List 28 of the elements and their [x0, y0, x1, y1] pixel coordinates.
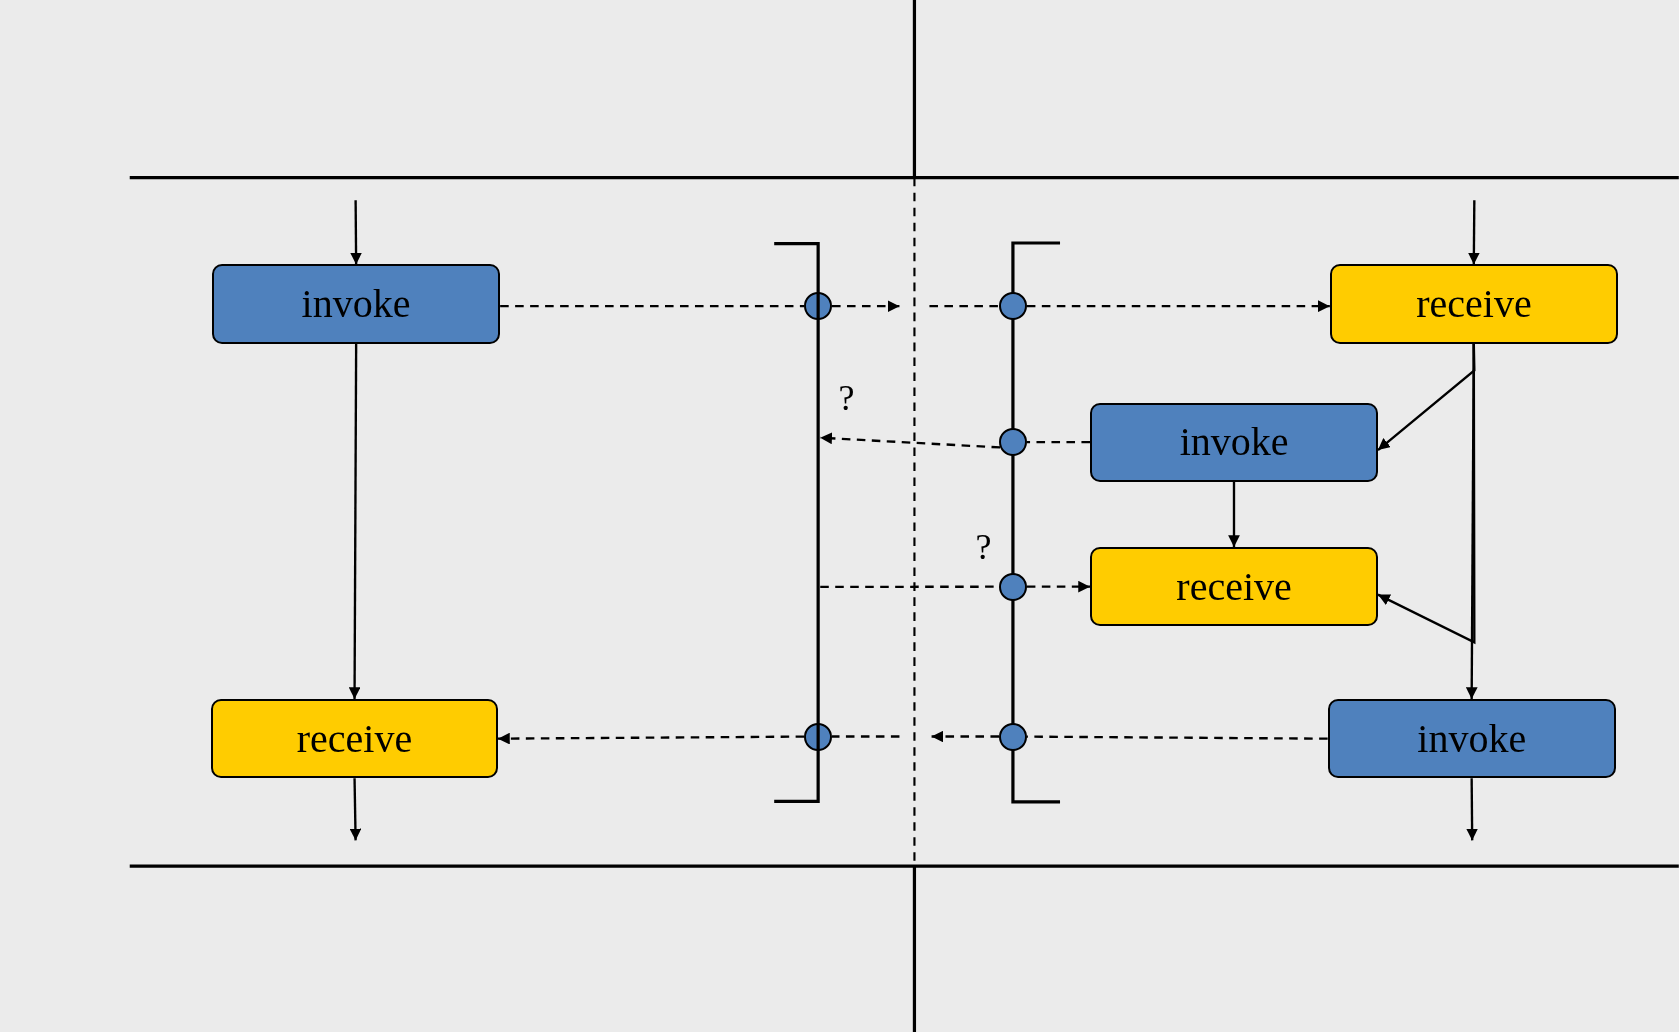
arrow	[1228, 481, 1240, 548]
arrow	[820, 432, 1001, 449]
arrow	[350, 200, 362, 265]
arrow	[1026, 300, 1330, 313]
arrow	[1026, 580, 1090, 593]
bracket	[815, 242, 821, 804]
process-box	[1329, 264, 1618, 344]
box-label: receive	[296, 718, 413, 759]
arrow	[931, 730, 999, 743]
arrow	[349, 778, 362, 841]
box-label: invoke	[1179, 422, 1289, 463]
question-mark: ?	[975, 528, 992, 565]
box-label: receive	[1416, 284, 1532, 325]
arrow	[348, 343, 361, 700]
arrow	[1468, 200, 1480, 265]
process-box	[1327, 699, 1616, 779]
arrow	[832, 300, 900, 313]
arrow	[1377, 343, 1476, 645]
question-mark: ?	[838, 380, 855, 417]
box-label: invoke	[1417, 718, 1527, 759]
box-label: invoke	[301, 284, 411, 325]
process-box	[1090, 547, 1379, 627]
box-label: receive	[1176, 566, 1292, 607]
process-box	[210, 699, 498, 779]
process-box	[1090, 402, 1379, 482]
arrow	[498, 732, 805, 745]
arrow	[1466, 778, 1478, 841]
process-box	[212, 264, 501, 344]
